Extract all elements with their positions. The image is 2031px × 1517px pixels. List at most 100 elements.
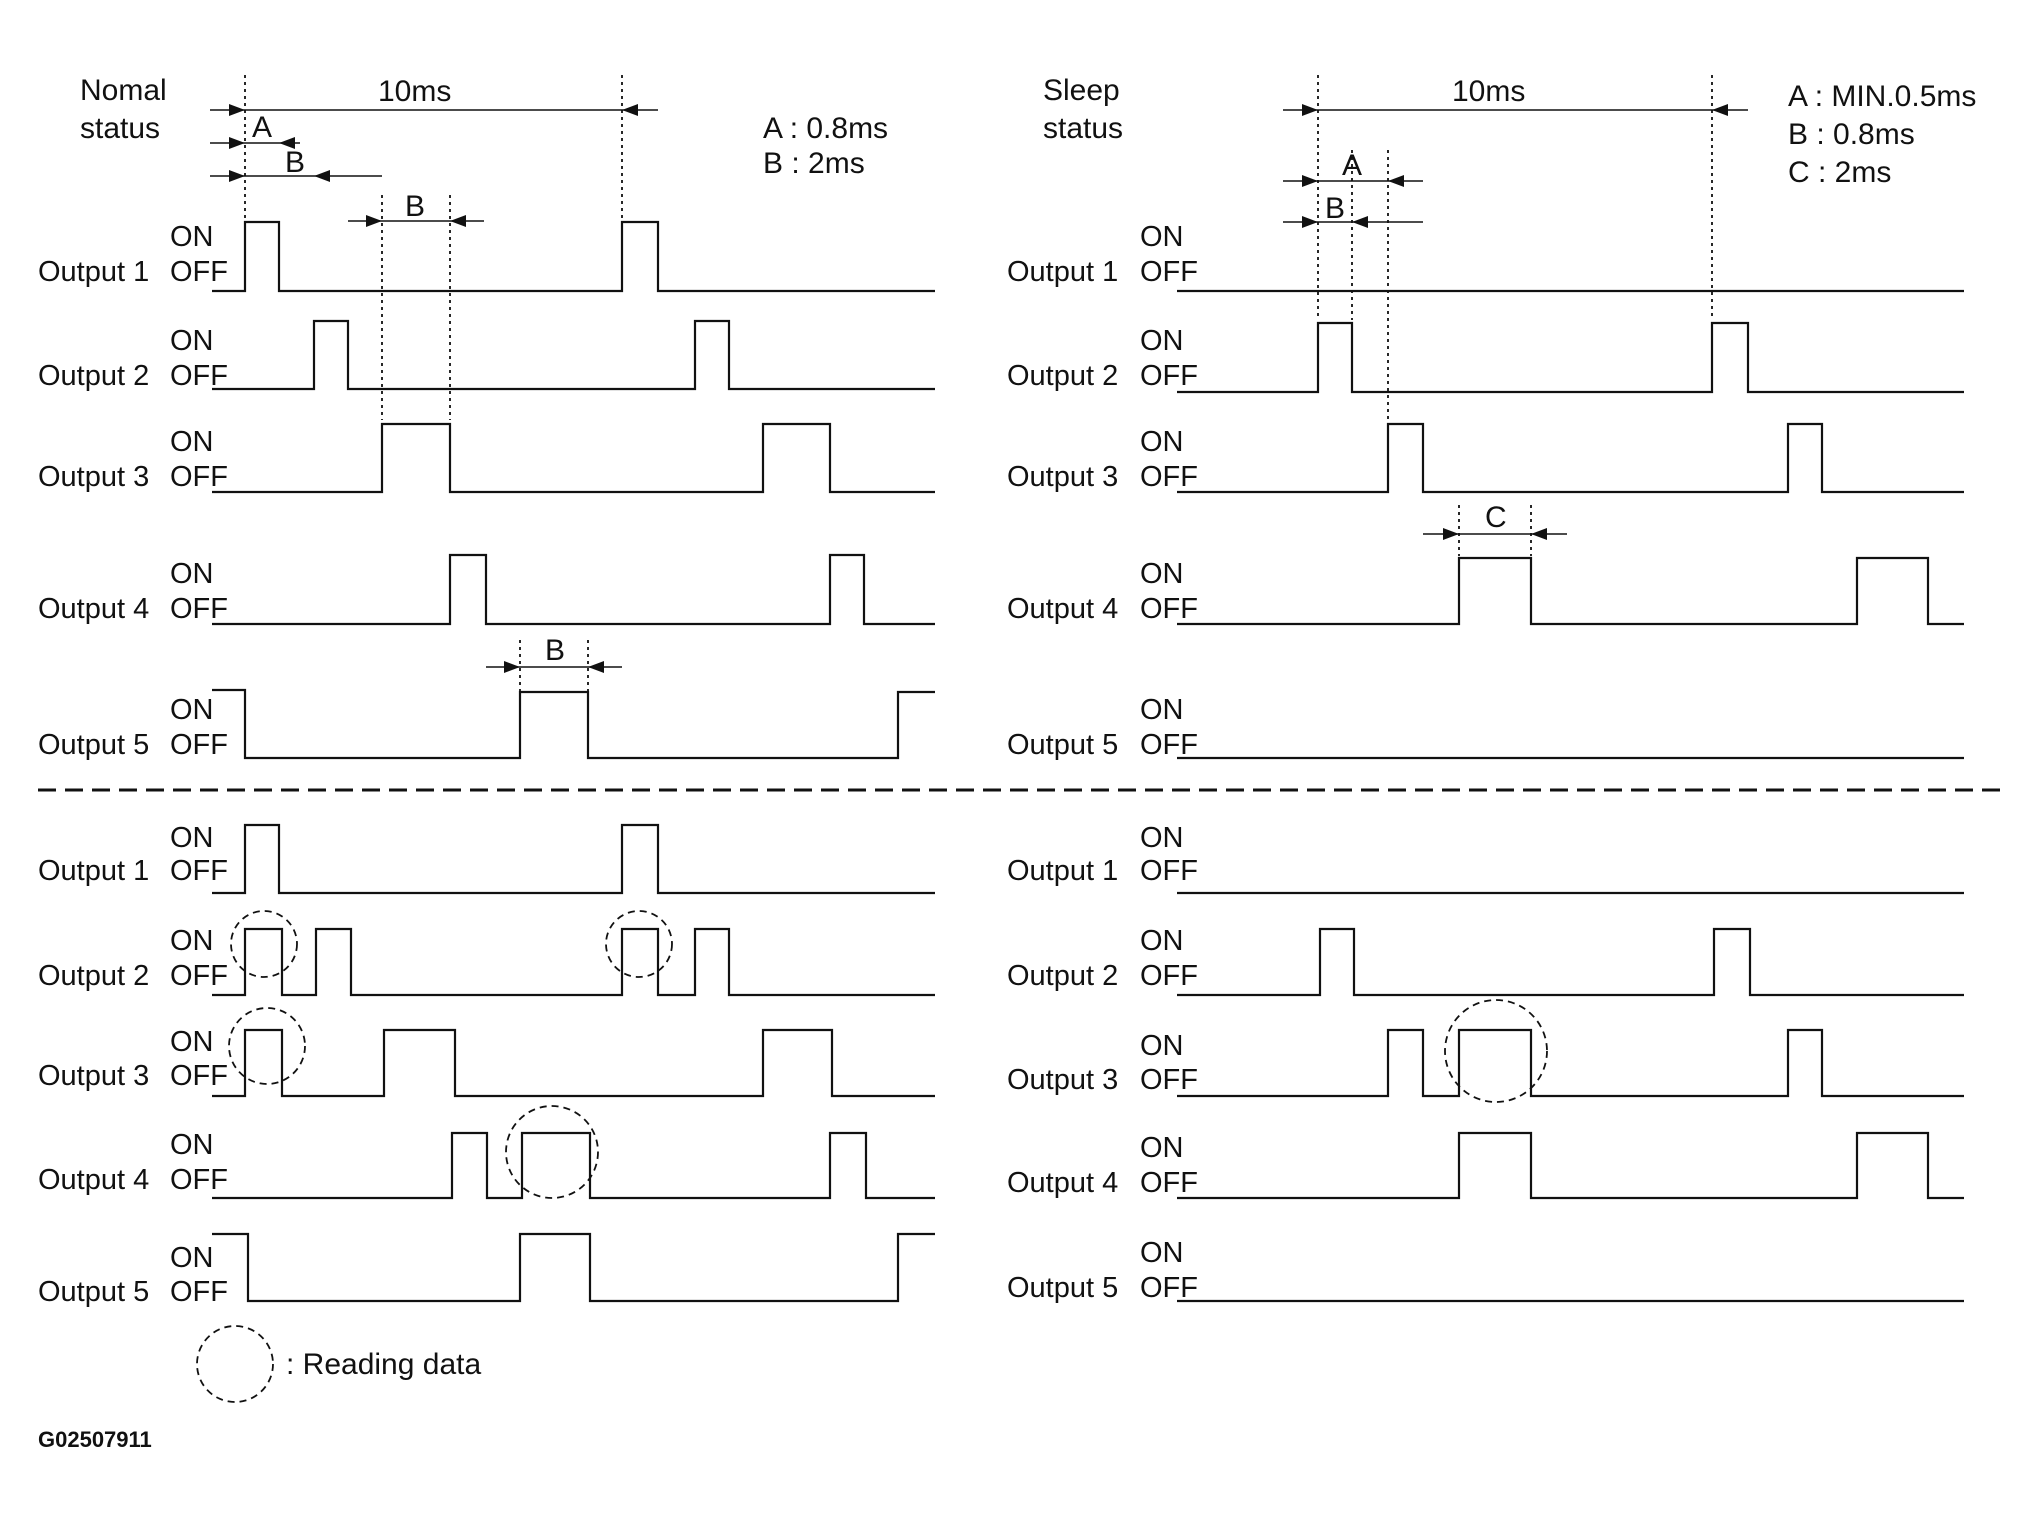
normal-lower-traces [212,823,935,1303]
on-label: ON [170,1129,214,1161]
off-label: OFF [1140,1167,1198,1199]
sleep-a-arrow-right [1388,175,1404,187]
off-label: OFF [1140,1272,1198,1304]
on-label: ON [170,694,214,726]
reading-data-circle [230,910,298,978]
normal-lower-trace-output-1 [212,823,935,895]
figure-code: G02507911 [38,1427,152,1452]
normal-a-label: A [252,111,272,144]
output-name: Output 1 [1007,855,1118,887]
normal-upper-trace-output-5 [212,688,935,760]
output-name: Output 5 [38,1276,149,1308]
on-label: ON [1140,694,1184,726]
off-label: OFF [1140,1064,1198,1096]
on-label: ON [1140,1237,1184,1269]
normal-upper-trace-output-3 [212,422,935,494]
normal-lower-trace-output-3 [212,1028,935,1098]
off-label: OFF [170,1276,228,1308]
output-name: Output 3 [38,1060,149,1092]
normal-upper-trace-output-4 [212,553,935,626]
output-name: Output 3 [1007,461,1118,493]
off-label: OFF [170,729,228,761]
off-label: OFF [170,256,228,288]
off-label: OFF [170,1164,228,1196]
sleep-status-panel: Sleep status 10ms A B C A : MIN.0.5ms B … [1007,74,1976,1304]
normal-b-arrow-left-o3 [366,215,382,227]
sleep-period-label: 10ms [1452,75,1525,108]
sleep-b-label: B [1325,192,1345,225]
on-label: ON [170,1026,214,1058]
off-label: OFF [1140,461,1198,493]
sleep-legend-a: A : MIN.0.5ms [1788,80,1976,113]
sleep-period-arrow-left [1302,104,1318,116]
normal-a-arrow-right [279,137,295,149]
sleep-c-label: C [1485,501,1507,534]
reading-data-legend-text: : Reading data [286,1348,481,1381]
normal-b-arrow-right-o3 [450,215,466,227]
normal-lower-trace-output-5 [212,1232,935,1303]
off-label: OFF [170,960,228,992]
sleep-status-label-line2: status [1043,112,1123,145]
on-label: ON [170,822,214,854]
normal-b-arrow-left-top [229,170,245,182]
sleep-lower-trace-output-3 [1177,1028,1964,1098]
output-name: Output 5 [1007,729,1118,761]
output-name: Output 4 [38,593,149,625]
off-label: OFF [1140,960,1198,992]
normal-a-arrow-left [229,137,245,149]
sleep-legend-c: C : 2ms [1788,156,1891,189]
on-label: ON [170,426,214,458]
output-name: Output 1 [38,256,149,288]
output-name: Output 5 [38,729,149,761]
output-name: Output 2 [38,960,149,992]
on-label: ON [1140,426,1184,458]
reading-data-circle [1444,999,1548,1103]
output-name: Output 2 [1007,960,1118,992]
normal-upper-traces [212,220,935,760]
output-name: Output 5 [1007,1272,1118,1304]
sleep-lower-labels: Output 1 ON OFF Output 2 ON OFF Output 3… [1007,822,1198,1304]
normal-lower-trace-output-4 [212,1131,935,1200]
reading-data-circle [505,1105,599,1199]
on-label: ON [1140,822,1184,854]
normal-reading-circles [228,910,673,1199]
sleep-c-arrow-left [1443,528,1459,540]
off-label: OFF [170,855,228,887]
reading-data-legend: : Reading data [196,1325,481,1403]
off-label: OFF [170,593,228,625]
sleep-period-arrow-right [1712,104,1728,116]
sleep-lower-traces [1177,891,1964,1303]
normal-upper-labels: Output 1 ON OFF Output 2 ON OFF Output 3… [38,221,228,761]
sleep-a-arrow-left [1302,175,1318,187]
on-label: ON [170,325,214,357]
on-label: ON [1140,558,1184,590]
on-label: ON [170,558,214,590]
off-label: OFF [1140,593,1198,625]
normal-b-arrow-left-o5 [504,661,520,673]
off-label: OFF [170,360,228,392]
sleep-legend-b: B : 0.8ms [1788,118,1915,151]
off-label: OFF [1140,729,1198,761]
normal-period-arrow-left [229,104,245,116]
output-name: Output 2 [38,360,149,392]
normal-b-label-o3: B [405,190,425,223]
on-label: ON [170,221,214,253]
off-label: OFF [1140,256,1198,288]
normal-period-label: 10ms [378,75,451,108]
normal-status-label-line2: status [80,112,160,145]
sleep-b-arrow-right [1352,216,1368,228]
output-name: Output 4 [38,1164,149,1196]
sleep-b-arrow-left [1302,216,1318,228]
normal-lower-trace-output-2 [212,927,935,997]
sleep-upper-traces [1177,289,1964,760]
sleep-lower-trace-output-2 [1177,927,1964,997]
output-name: Output 1 [1007,256,1118,288]
off-label: OFF [170,461,228,493]
sleep-status-label-line1: Sleep [1043,74,1120,107]
on-label: ON [170,1242,214,1274]
off-label: OFF [1140,855,1198,887]
normal-status-label-line1: Nomal [80,74,167,107]
on-label: ON [170,925,214,957]
normal-period-arrow-right [622,104,638,116]
